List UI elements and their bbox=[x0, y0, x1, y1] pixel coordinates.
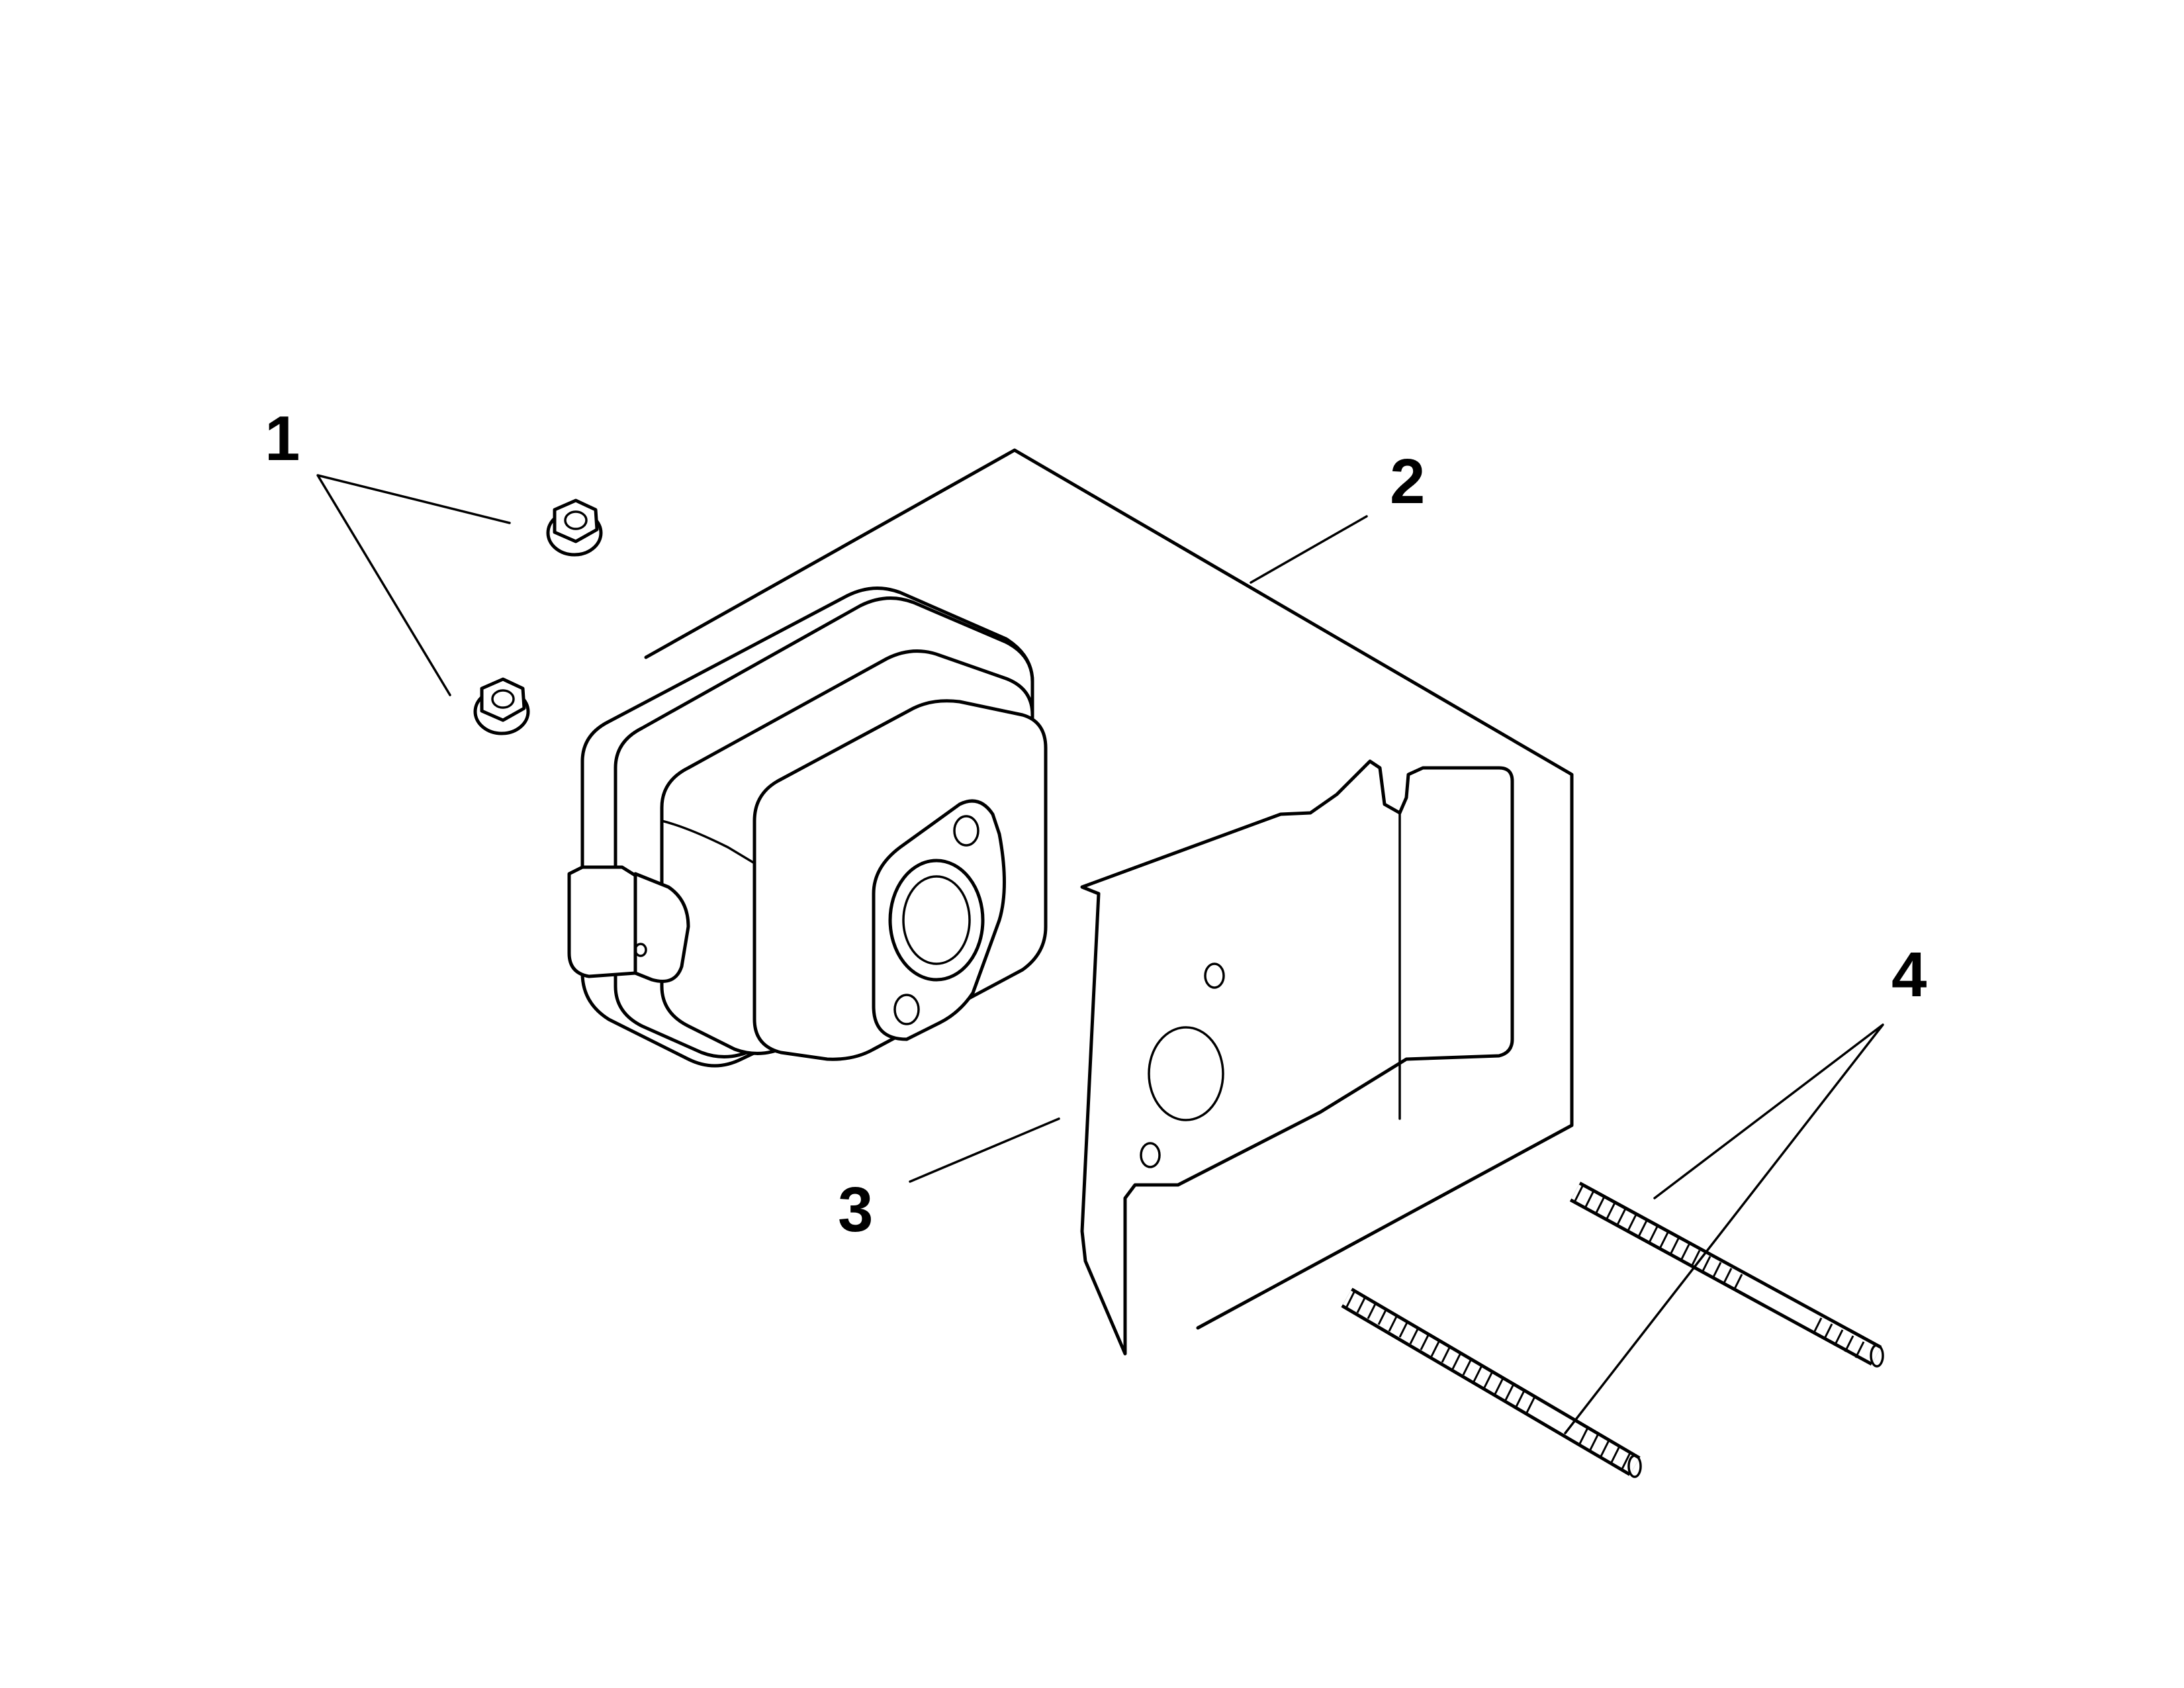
leader-3 bbox=[909, 1117, 1060, 1183]
stud-upper bbox=[1569, 1182, 1884, 1368]
assembly-outline-part-2 bbox=[644, 448, 1574, 1330]
heat-shield-gasket bbox=[1080, 759, 1514, 1356]
callout-3: 3 bbox=[838, 1174, 873, 1245]
leader-lines bbox=[316, 474, 1884, 1434]
muffler bbox=[567, 586, 1048, 1068]
stud-lower bbox=[1341, 1288, 1642, 1478]
flange-nut-upper bbox=[546, 498, 603, 557]
callout-4: 4 bbox=[1891, 939, 1927, 1010]
flange-nut-lower bbox=[473, 677, 530, 735]
leader-4 bbox=[1564, 1023, 1884, 1434]
leader-1-upper bbox=[316, 474, 511, 696]
leader-2 bbox=[1250, 515, 1368, 584]
callout-2: 2 bbox=[1390, 446, 1425, 517]
callout-1: 1 bbox=[265, 403, 300, 474]
callout-labels: 1 2 3 4 bbox=[265, 403, 1927, 1245]
